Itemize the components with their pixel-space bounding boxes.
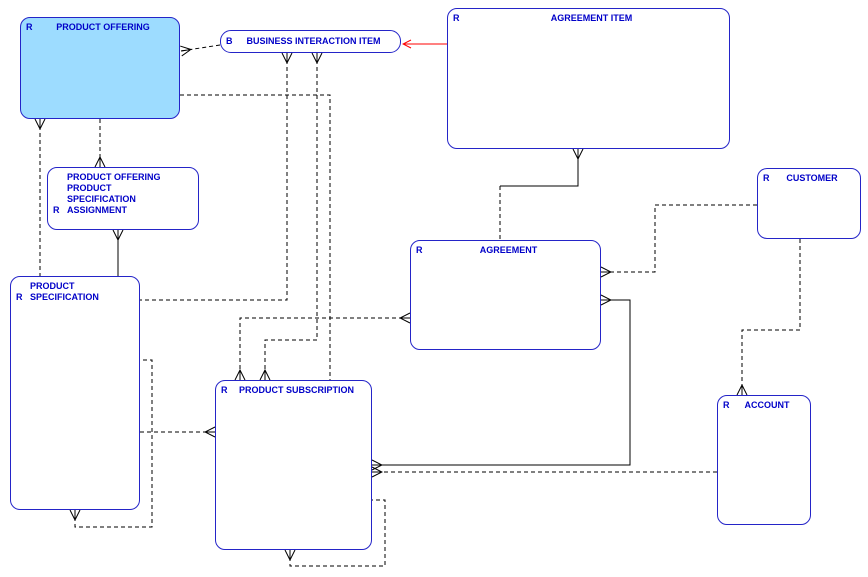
entity-title: AGREEMENT [479,245,538,255]
entity-account[interactable]: R ACCOUNT [717,395,811,525]
entity-badge: B [226,36,233,46]
entity-badge: R [53,205,60,215]
entity-badge: R [763,173,770,183]
entity-title-line: PRODUCT [30,281,75,291]
entity-title-line: PRODUCT [67,183,112,193]
entity-title-line: SPECIFICATION [67,194,136,204]
entity-badge: R [453,13,460,23]
entity-badge: R [221,385,228,395]
entity-title: PRODUCT OFFERING [56,22,150,32]
entity-agreement-item[interactable]: R AGREEMENT ITEM [447,8,730,149]
connector-product-offering-product-subscription [180,94,331,380]
connector-product-subscription-self [290,499,386,567]
connector-customer-account [742,239,801,395]
entity-product-offering[interactable]: R PRODUCT OFFERING [20,17,180,119]
entity-title: BUSINESS INTERACTION ITEM [246,36,381,46]
connector-agreement-product-subscription-left [240,318,410,380]
entity-agreement[interactable]: R AGREEMENT [410,240,601,350]
entity-product-specification[interactable]: R PRODUCT SPECIFICATION [10,276,140,510]
entity-badge: R [416,245,423,255]
connector-agreement-product-subscription-right [372,300,631,465]
entity-title-line: SPECIFICATION [30,292,99,302]
entity-business-interaction-item[interactable]: B BUSINESS INTERACTION ITEM [220,30,401,53]
entity-product-offering-product-specification-assignment[interactable]: R PRODUCT OFFERING PRODUCT SPECIFICATION… [47,167,199,230]
entity-title-line: ASSIGNMENT [67,205,128,215]
entity-product-subscription[interactable]: R PRODUCT SUBSCRIPTION [215,380,372,550]
connector-agreement-item-agreement-a [500,149,578,187]
entity-badge: R [26,22,33,32]
connector-customer-agreement [601,204,757,272]
connector-bii-product-subscription [265,53,317,380]
entity-customer[interactable]: R CUSTOMER [757,168,861,239]
entity-title: ACCOUNT [744,400,790,410]
entity-badge: R [16,292,23,302]
entity-badge: R [723,400,730,410]
entity-title-line: PRODUCT OFFERING [67,172,161,182]
entity-title: PRODUCT SUBSCRIPTION [238,385,354,395]
entity-title: CUSTOMER [786,173,838,183]
entity-title: AGREEMENT ITEM [550,13,633,23]
connector-bii-product-offering [181,44,221,51]
connector-product-specification-self [75,359,153,528]
